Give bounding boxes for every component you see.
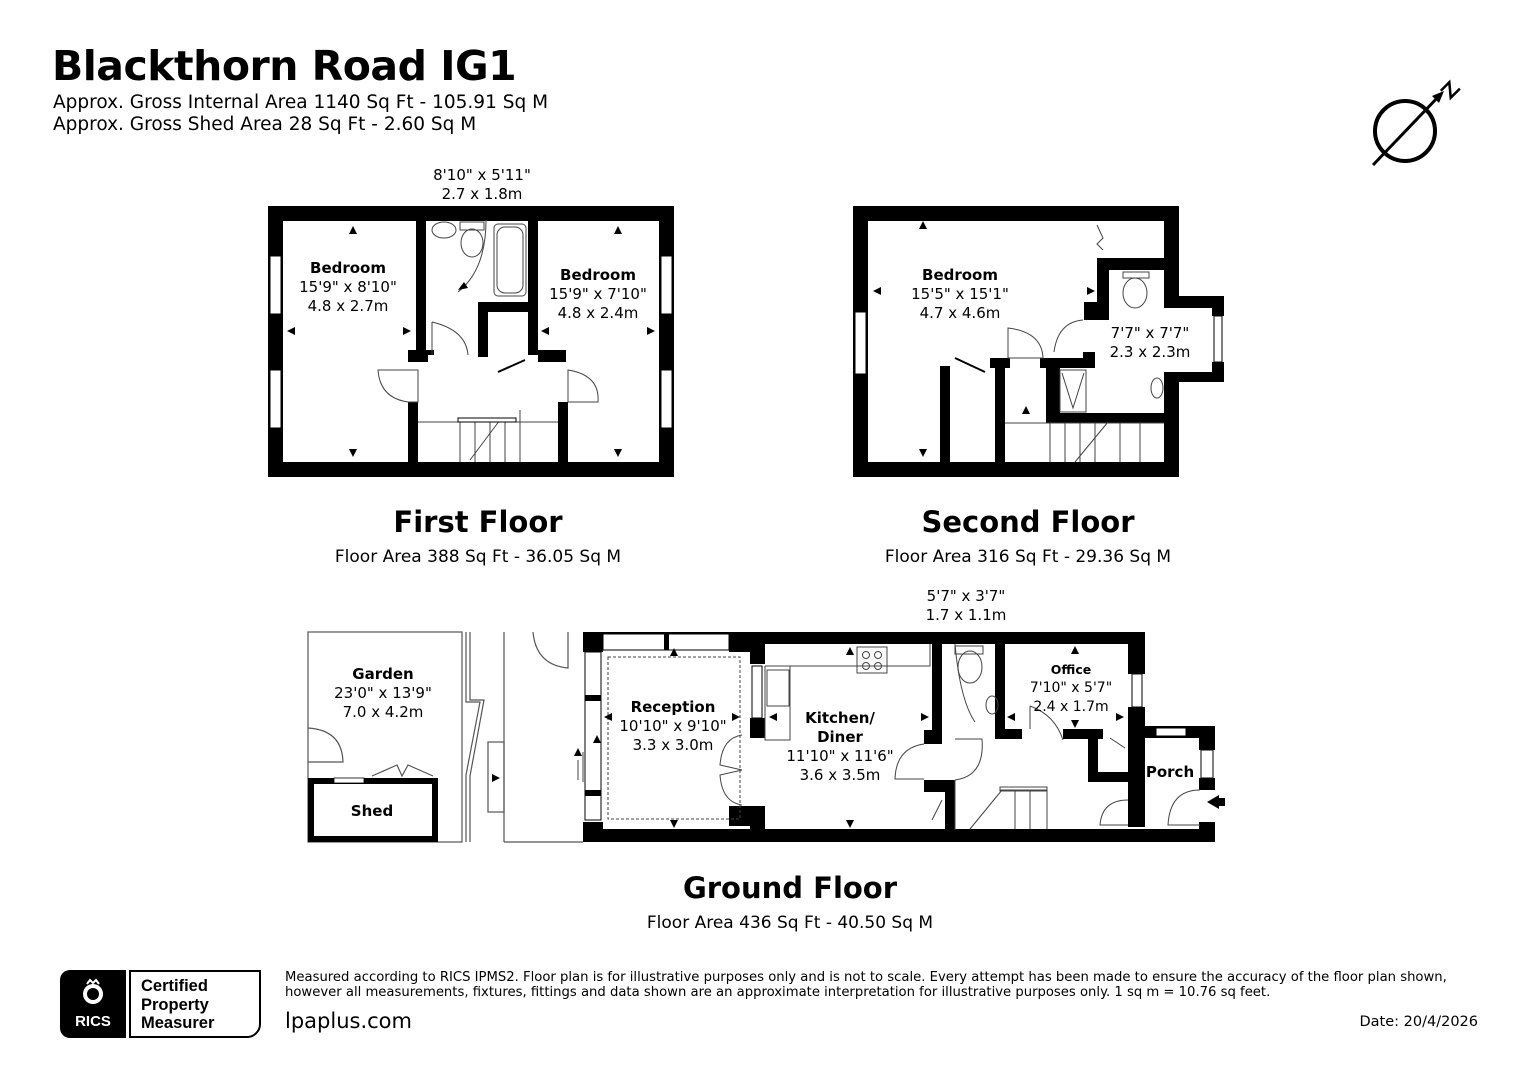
room-label-first-bedroom-2: Bedroom 15'9" x 7'10" 4.8 x 2.4m [549, 266, 647, 322]
first-floor-bathroom-dims: 8'10" x 5'11" 2.7 x 1.8m [433, 166, 531, 203]
second-floor-area: Floor Area 316 Sq Ft - 29.36 Sq M [884, 547, 1172, 567]
room-label-reception: Reception 10'10" x 9'10" 3.3 x 3.0m [619, 698, 727, 754]
page-title: Blackthorn Road IG1 [52, 42, 517, 90]
room-label-first-bedroom-1: Bedroom 15'9" x 8'10" 4.8 x 2.7m [299, 259, 397, 315]
certified-property-measurer-box: Certified Property Measurer [129, 970, 261, 1038]
ground-floor-wc-dims: 5'7" x 3'7" 1.7 x 1.1m [925, 587, 1007, 624]
gross-internal-area: Approx. Gross Internal Area 1140 Sq Ft -… [53, 92, 549, 113]
room-label-garden: Garden 23'0" x 13'9" 7.0 x 4.2m [334, 665, 432, 721]
first-floor-area: Floor Area 388 Sq Ft - 36.05 Sq M [334, 547, 622, 567]
room-label-kitchen-diner: Kitchen/ Diner 11'10" x 11'6" 3.6 x 3.5m [786, 709, 894, 784]
plan-date: Date: 20/4/2026 [1359, 1014, 1479, 1030]
room-label-second-ensuite: 7'7" x 7'7" 2.3 x 2.3m [1109, 324, 1191, 361]
gross-shed-area: Approx. Gross Shed Area 28 Sq Ft - 2.60 … [53, 114, 477, 135]
ground-floor-title: Ground Floor [682, 871, 898, 905]
ground-floor-area: Floor Area 436 Sq Ft - 40.50 Sq M [646, 913, 934, 933]
room-label-second-bedroom: Bedroom 15'5" x 15'1" 4.7 x 4.6m [911, 266, 1009, 322]
website-link[interactable]: lpaplus.com [285, 1009, 412, 1033]
room-label-shed: Shed [350, 802, 394, 820]
disclaimer: Measured according to RICS IPMS2. Floor … [285, 970, 1447, 1000]
first-floor-title: First Floor [393, 505, 563, 539]
lion-icon [83, 978, 103, 1004]
room-label-porch: Porch [1145, 763, 1195, 781]
second-floor-title: Second Floor [921, 505, 1135, 539]
rics-logo: RICS [60, 970, 126, 1038]
rics-certified-badge: RICS Certified Property Measurer [60, 970, 261, 1038]
room-label-office: Office 7'10" x 5'7" 2.4 x 1.7m [1029, 662, 1113, 715]
